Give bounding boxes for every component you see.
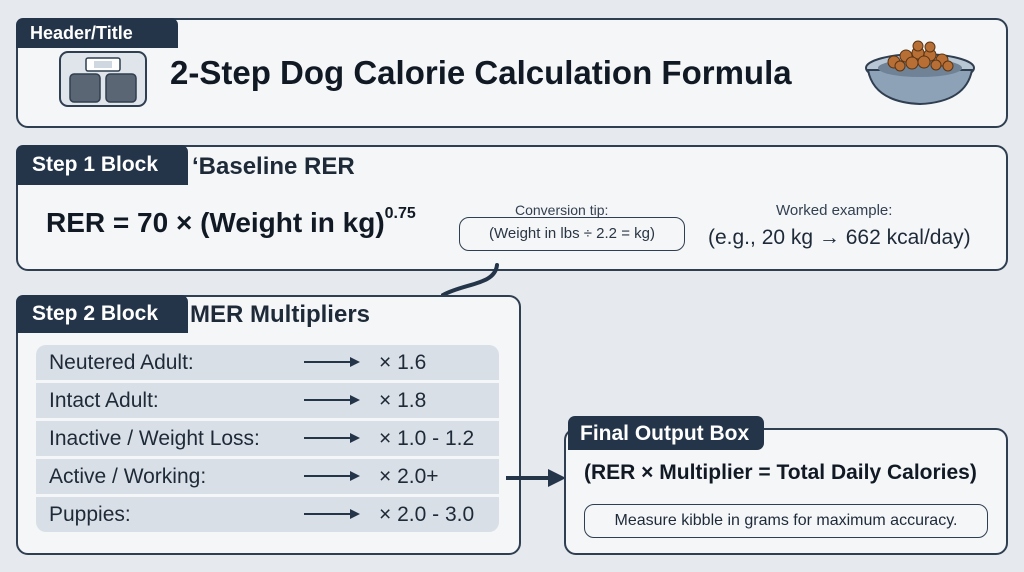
right-arrow-icon (304, 357, 360, 367)
mer-category: Inactive / Weight Loss: (49, 427, 260, 450)
worked-example-value: (e.g., 20 kg → 662 kcal/day) (708, 226, 971, 249)
rer-formula-exponent: 0.75 (384, 204, 416, 222)
mer-row-intact-adult: Intact Adult: × 1.8 (36, 383, 499, 418)
step1-panel: Step 1 Block ‘Baseline RER RER = 70 × (W… (16, 145, 1008, 271)
right-arrow-icon (304, 433, 360, 443)
rer-formula-main: RER = 70 × (Weight in kg) (46, 207, 385, 238)
mer-multiplier: × 2.0+ (379, 465, 439, 488)
right-arrow-icon (304, 395, 360, 405)
mer-category: Puppies: (49, 503, 131, 526)
scale-icon (59, 51, 147, 107)
step2-subtitle: MER Multipliers (190, 301, 371, 328)
mer-multiplier-list: Neutered Adult: × 1.6 Intact Adult: × 1.… (36, 345, 499, 532)
step2-panel: Step 2 Block MER Multipliers Neutered Ad… (16, 295, 521, 555)
rer-formula: RER = 70 × (Weight in kg)0.75 (46, 204, 416, 239)
mer-multiplier: × 1.6 (379, 351, 427, 374)
mer-multiplier: × 1.8 (379, 389, 427, 412)
mer-row-active-working: Active / Working: × 2.0+ (36, 459, 499, 494)
mer-category: Active / Working: (49, 465, 207, 488)
mer-category: Neutered Adult: (49, 351, 194, 374)
worked-example-label: Worked example: (776, 202, 893, 219)
final-formula: (RER × Multiplier = Total Daily Calories… (584, 461, 977, 484)
step2-to-final-arrow (506, 469, 566, 487)
mer-category: Intact Adult: (49, 389, 159, 412)
mer-multiplier: × 1.0 - 1.2 (379, 427, 475, 450)
header-panel: Header/Title 2-Step Dog Calorie Calculat… (16, 18, 1008, 128)
mer-row-inactive-weight-loss: Inactive / Weight Loss: × 1.0 - 1.2 (36, 421, 499, 456)
step1-subtitle: ‘Baseline RER (192, 153, 355, 180)
mer-row-puppies: Puppies: × 2.0 - 3.0 (36, 497, 499, 532)
header-tag: Header/Title (16, 18, 178, 48)
dog-food-bowl-icon (865, 40, 975, 106)
final-output-tag: Final Output Box (568, 416, 764, 450)
final-output-panel: Final Output Box (RER × Multiplier = Tot… (564, 416, 1008, 555)
right-arrow-icon (304, 471, 360, 481)
mer-multiplier: × 2.0 - 3.0 (379, 503, 475, 526)
mer-row-neutered-adult: Neutered Adult: × 1.6 (36, 345, 499, 380)
page-title: 2-Step Dog Calorie Calculation Formula (170, 54, 792, 91)
step1-tag: Step 1 Block (16, 145, 188, 185)
conversion-tip-box: (Weight in lbs ÷ 2.2 = kg) (459, 217, 685, 251)
right-arrow-icon (304, 509, 360, 519)
final-note: Measure kibble in grams for maximum accu… (584, 504, 988, 538)
step2-tag: Step 2 Block (16, 295, 188, 333)
conversion-tip-label: Conversion tip: (515, 202, 609, 218)
